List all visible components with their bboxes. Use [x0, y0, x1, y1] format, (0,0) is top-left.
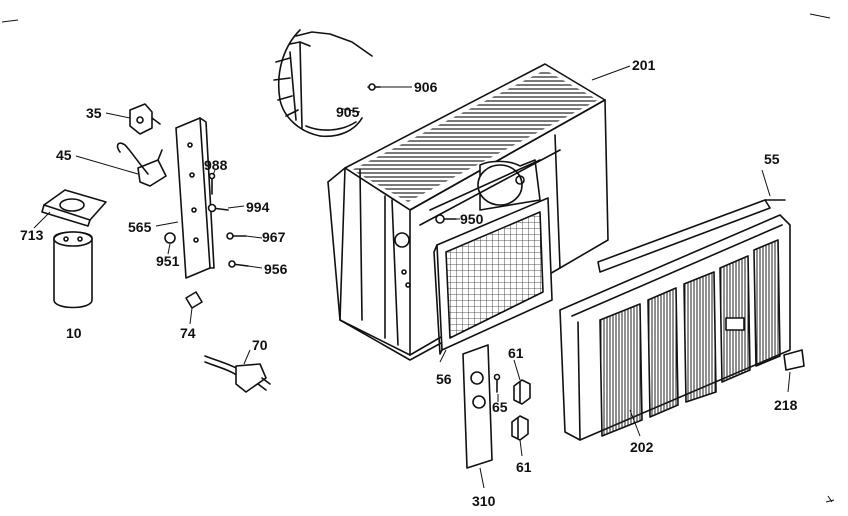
label-951: 951 — [156, 253, 180, 269]
label-310: 310 — [472, 493, 496, 509]
label-950: 950 — [460, 211, 484, 227]
switch-part — [116, 142, 167, 187]
front-cover-part — [559, 214, 791, 441]
screw-65 — [493, 373, 501, 393]
screw-956 — [228, 260, 249, 268]
thermostat-bracket-part — [129, 103, 161, 135]
label-10: 10 — [66, 325, 82, 341]
control-panel-strip — [462, 344, 493, 469]
screw-967 — [226, 232, 247, 240]
label-218: 218 — [774, 397, 798, 413]
screw-950 — [435, 214, 457, 224]
capacitor-part — [53, 231, 93, 309]
front-grille-part — [433, 197, 553, 355]
screw-994 — [207, 203, 229, 213]
screw-906 — [367, 83, 381, 91]
cabinet-housing-part — [327, 63, 609, 361]
label-967: 967 — [262, 229, 286, 245]
knob-951 — [164, 232, 176, 244]
label-plate-218 — [783, 349, 805, 371]
label-201: 201 — [632, 57, 656, 73]
screw-988 — [208, 172, 216, 195]
label-74: 74 — [180, 325, 196, 341]
label-905: 905 — [336, 104, 360, 120]
label-35: 35 — [86, 105, 102, 121]
label-202: 202 — [630, 439, 654, 455]
label-61-lower: 61 — [516, 459, 532, 475]
knob-lower — [511, 415, 529, 441]
label-56: 56 — [436, 371, 452, 387]
label-994: 994 — [246, 199, 270, 215]
control-bracket-part — [175, 117, 215, 279]
label-906: 906 — [414, 79, 438, 95]
label-70: 70 — [252, 337, 268, 353]
label-713: 713 — [20, 227, 44, 243]
power-cord-part — [204, 355, 271, 393]
clip-74 — [185, 291, 203, 309]
leader-lines — [33, 65, 791, 489]
label-956: 956 — [264, 261, 288, 277]
fan-shroud-part — [273, 29, 373, 138]
label-988: 988 — [204, 157, 228, 173]
label-65: 65 — [492, 399, 508, 415]
capacitor-bracket-part — [41, 189, 107, 227]
filter-part — [597, 199, 786, 273]
label-61-upper: 61 — [508, 345, 524, 361]
corner-marks — [1, 13, 835, 503]
label-565: 565 — [128, 219, 152, 235]
label-45: 45 — [56, 147, 72, 163]
knob-upper — [513, 379, 531, 405]
label-55: 55 — [764, 151, 780, 167]
